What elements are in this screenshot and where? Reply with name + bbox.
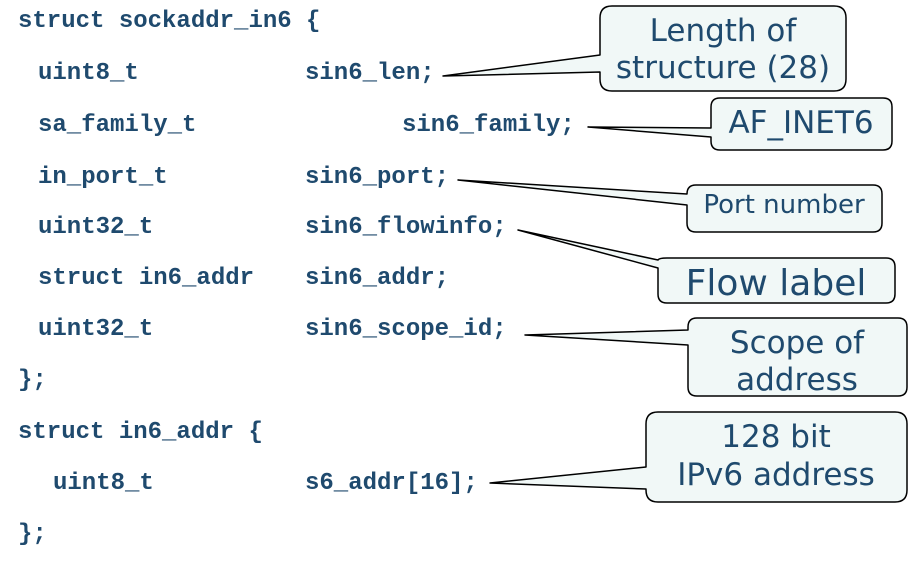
field-type-sin6-addr: struct in6_addr	[38, 265, 255, 292]
callout-scope-of-address: Scope of address	[524, 317, 908, 398]
callout-length-of-structure: Length of structure (28)	[442, 5, 847, 92]
field-name-sin6-family: sin6_family;	[402, 112, 575, 139]
field-name-sin6-port: sin6_port;	[305, 164, 450, 191]
field-name-sin6-len: sin6_len;	[305, 60, 435, 87]
field-name-sin6-addr: sin6_addr;	[305, 265, 450, 292]
callout-scope-line2: address	[736, 362, 858, 398]
callout-af-inet6-text: AF_INET6	[728, 105, 873, 141]
field-name-sin6-flowinfo: sin6_flowinfo;	[305, 214, 507, 241]
struct-sockaddr-in6-close: };	[18, 367, 47, 394]
callout-128-bit-ipv6-address: 128 bit IPv6 address	[489, 411, 908, 503]
field-type-sin6-port: in_port_t	[38, 164, 168, 191]
callout-af-inet6: AF_INET6	[587, 97, 893, 151]
struct-in6-addr-open: struct in6_addr {	[18, 419, 263, 446]
callout-ipv6-line2: IPv6 address	[677, 457, 875, 493]
field-name-s6-addr: s6_addr[16];	[305, 470, 478, 497]
callout-scope-line1: Scope of	[730, 325, 865, 361]
callout-ipv6-line1: 128 bit	[721, 419, 830, 455]
field-type-sin6-flowinfo: uint32_t	[38, 214, 154, 241]
struct-in6-addr-close: };	[18, 521, 47, 548]
callout-flow-label-text: Flow label	[686, 263, 867, 304]
field-name-sin6-scope-id: sin6_scope_id;	[305, 316, 507, 343]
callout-port-number: Port number	[457, 179, 883, 233]
field-type-sin6-len: uint8_t	[38, 60, 139, 87]
callout-port-number-text: Port number	[703, 190, 865, 220]
callout-flow-label: Flow label	[517, 229, 896, 304]
callout-length-line1: Length of	[650, 13, 798, 49]
callout-length-line2: structure (28)	[616, 50, 830, 86]
field-type-s6-addr: uint8_t	[53, 470, 154, 497]
field-type-sin6-family: sa_family_t	[38, 112, 197, 139]
field-type-sin6-scope-id: uint32_t	[38, 316, 154, 343]
struct-sockaddr-in6-open: struct sockaddr_in6 {	[18, 8, 321, 35]
